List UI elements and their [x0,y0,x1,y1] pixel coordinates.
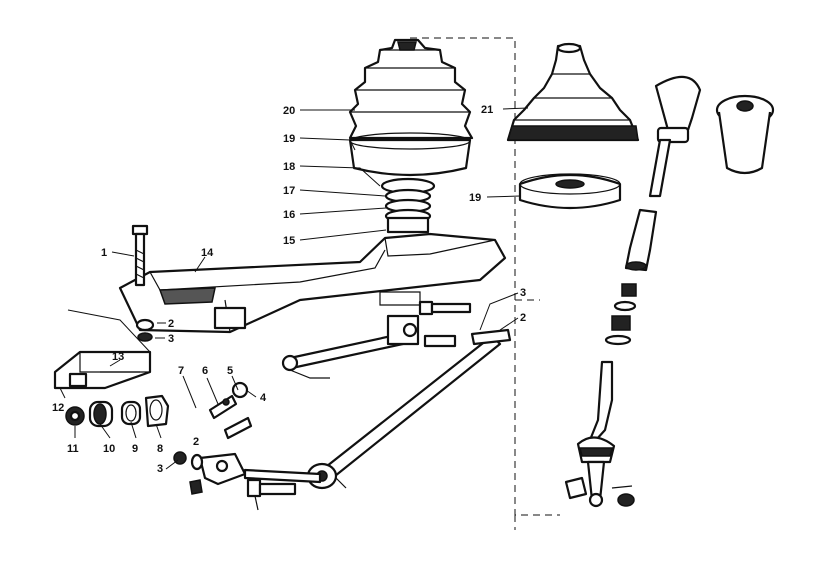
assembly-bracket [410,37,560,530]
callout-2-left: 2 [168,318,174,330]
callout-11: 11 [67,443,79,455]
callout-6: 6 [202,365,208,377]
washers-left [135,318,155,342]
gear-lever-boot [506,42,640,142]
bolt-upper-right [418,300,472,316]
bushings [65,394,170,428]
mounting-plate [53,309,152,390]
callout-5: 5 [227,365,233,377]
gear-lever [564,360,635,508]
callout-2-lower: 2 [193,436,199,448]
callout-19-right: 19 [469,192,481,204]
callout-2-right: 2 [520,312,526,324]
callout-3-lower: 3 [157,463,163,475]
callout-17: 17 [283,185,295,197]
callout-20: 20 [283,105,295,117]
shift-rod-upper [281,314,457,379]
leader-lines [59,107,529,470]
lower-clevis [173,451,322,511]
gear-knob [654,75,702,144]
callout-3-left: 3 [168,333,174,345]
callout-1: 1 [101,247,107,259]
lever-rings [604,283,637,346]
callout-14: 14 [201,247,214,259]
callout-16: 16 [283,209,295,221]
callout-8: 8 [157,443,163,455]
small-pins [208,381,253,440]
callout-19-left: 19 [283,133,295,145]
callout-labels: 1 14 2 3 13 12 11 10 9 8 7 6 5 4 2 3 20 … [52,104,526,475]
callout-15: 15 [283,235,295,247]
callout-12: 12 [52,402,64,414]
boot-ring [348,132,472,177]
bolt-1 [131,224,149,287]
callout-21: 21 [481,104,493,116]
rubber-boot [348,38,474,140]
callout-9: 9 [132,443,138,455]
flat-ring [518,173,622,210]
spring-stack [380,177,436,234]
shift-bracket [118,232,507,334]
shift-rod-long [306,328,512,490]
callout-7: 7 [178,365,184,377]
callout-4: 4 [260,392,267,404]
callout-18: 18 [283,161,295,173]
callout-13: 13 [112,351,124,363]
callout-10: 10 [103,443,115,455]
callout-3-right: 3 [520,287,526,299]
lever-sleeve [624,138,672,272]
gear-knob-alt [715,94,775,175]
